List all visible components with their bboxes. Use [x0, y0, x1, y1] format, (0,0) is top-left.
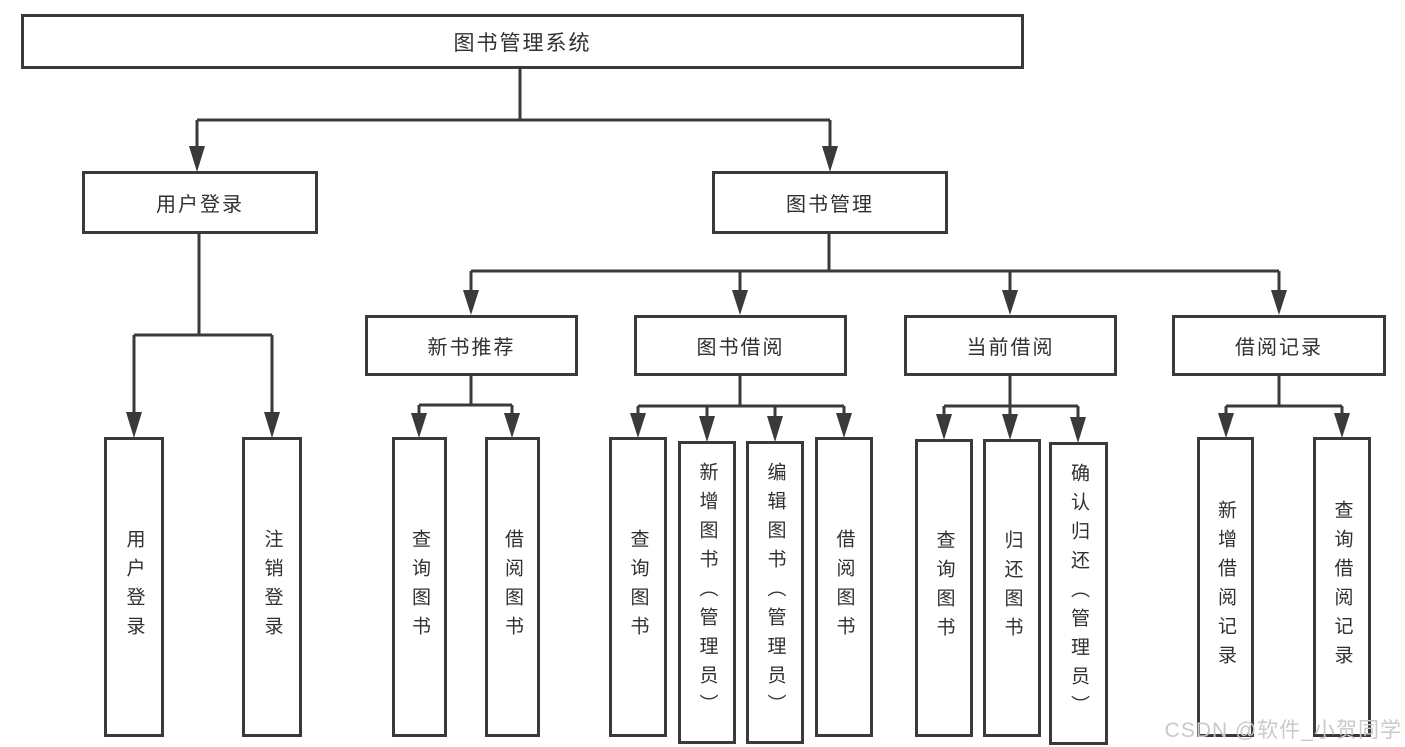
leaf-user-login: 用户登录 [104, 437, 164, 737]
leaf-logout: 注销登录 [242, 437, 302, 737]
leaf-edit-books-admin: 编辑图书（管理员） [746, 441, 804, 744]
node-user-login: 用户登录 [82, 171, 318, 234]
node-label: 用户登录 [123, 529, 145, 645]
arrowheads-recommend-subtree [411, 413, 520, 438]
node-label: 注销登录 [261, 529, 283, 645]
node-label: 用户登录 [156, 194, 244, 216]
arrowheads-level2 [189, 146, 838, 172]
node-label: 查询借阅记录 [1331, 500, 1353, 674]
leaf-return-books: 归还图书 [983, 439, 1041, 737]
leaf-borrow-books: 借阅图书 [815, 437, 873, 737]
connector-borrow-subtree [636, 376, 846, 418]
node-new-book-recommend: 新书推荐 [365, 315, 578, 376]
leaf-query-borrow-record: 查询借阅记录 [1313, 437, 1371, 737]
node-label: 新书推荐 [427, 337, 516, 359]
leaf-recommend-borrow-books: 借阅图书 [485, 437, 540, 737]
node-book-borrowing: 图书借阅 [634, 315, 847, 376]
node-label: 借阅图书 [833, 529, 855, 645]
node-current-borrowing: 当前借阅 [904, 315, 1117, 376]
node-label: 借阅记录 [1235, 337, 1323, 359]
node-label: 归还图书 [1001, 530, 1023, 646]
connector-recommend-subtree [417, 376, 514, 416]
node-label: 新增借阅记录 [1215, 500, 1236, 674]
arrowheads-record-subtree [1218, 413, 1350, 438]
node-book-management: 图书管理 [712, 171, 948, 234]
node-label: 查询图书 [409, 529, 430, 645]
leaf-current-query-books: 查询图书 [915, 439, 973, 737]
leaf-recommend-query-books: 查询图书 [392, 437, 447, 737]
node-borrowing-records: 借阅记录 [1172, 315, 1386, 376]
node-label: 借阅图书 [502, 529, 523, 645]
node-label: 查询图书 [627, 529, 649, 645]
node-library-management-system: 图书管理系统 [21, 14, 1024, 69]
leaf-confirm-return-admin: 确认归还（管理员） [1049, 442, 1108, 745]
node-label: 新增图书（管理员） [696, 462, 718, 723]
node-label: 图书管理 [786, 194, 874, 216]
connector-record-subtree [1224, 376, 1344, 416]
arrowheads-level3 [463, 290, 1287, 315]
csdn-watermark: CSDN @软件_小贺同学 [1164, 719, 1402, 742]
node-label: 确认归还（管理员） [1068, 463, 1089, 724]
leaf-add-books-admin: 新增图书（管理员） [678, 441, 736, 744]
node-label: 查询图书 [933, 530, 955, 646]
node-label: 当前借阅 [966, 337, 1055, 359]
arrowheads-login-subtree [126, 412, 280, 438]
leaf-borrow-query-books: 查询图书 [609, 437, 667, 737]
leaf-add-borrow-record: 新增借阅记录 [1197, 437, 1254, 737]
connector-login-subtree [132, 234, 274, 414]
node-label: 图书管理系统 [453, 31, 592, 55]
node-label: 图书借阅 [696, 337, 785, 359]
connector-manage-to-level3 [469, 234, 1281, 293]
connector-root-to-level2 [195, 69, 832, 150]
connector-current-subtree [942, 376, 1080, 418]
node-label: 编辑图书（管理员） [764, 462, 786, 723]
